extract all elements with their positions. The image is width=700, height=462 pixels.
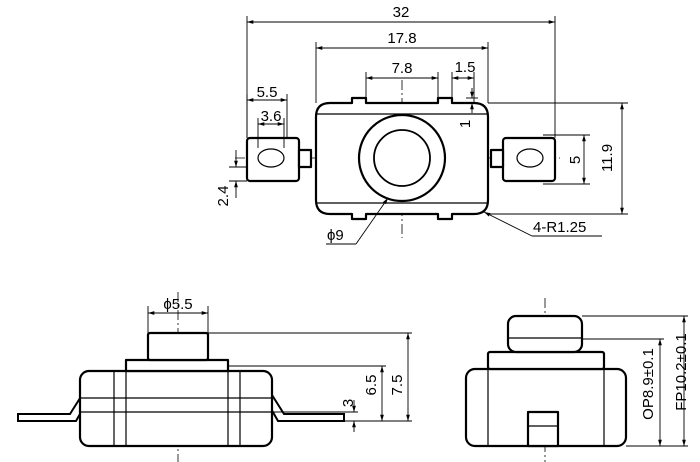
top-view: 32 17.8 7.8 1.5 1 5.5 3.6 xyxy=(215,4,628,245)
button-inner-ring xyxy=(373,129,431,187)
end-plunger xyxy=(506,314,584,354)
dim-free-position: FP10.2±0.1 xyxy=(673,333,690,410)
side-right-terminal xyxy=(265,394,345,422)
side-view: ϕ5.5 3 6.5 7.5 xyxy=(17,292,412,462)
left-tab-hole xyxy=(257,148,285,168)
dim-tab-inner-width: 3.6 xyxy=(261,108,282,125)
left-tab-neck xyxy=(297,148,313,169)
dim-side-button-diameter: ϕ5.5 xyxy=(163,296,192,313)
right-tab-neck xyxy=(489,148,505,169)
dim-corner-radius: 4-R1.25 xyxy=(533,219,586,236)
dim-button-diameter: ϕ9 xyxy=(327,227,344,244)
dim-inner-width: 7.8 xyxy=(392,60,413,77)
dim-pin-height: 3 xyxy=(340,399,357,407)
dim-operating-position: OP8.9±0.1 xyxy=(640,348,657,420)
side-body xyxy=(78,369,274,448)
dim-side-total-height: 7.5 xyxy=(389,375,406,396)
end-view: OP8.9±0.1 FP10.2±0.1 xyxy=(464,298,690,462)
dim-tab-height: 2.4 xyxy=(215,186,232,207)
right-terminal-tab xyxy=(501,136,557,183)
dim-tab-width: 5.5 xyxy=(257,84,278,101)
side-button xyxy=(146,331,210,362)
side-collar xyxy=(124,358,230,373)
end-shoulder xyxy=(486,350,606,371)
dim-step-height: 1 xyxy=(457,120,474,128)
dim-body-height: 11.9 xyxy=(599,144,616,172)
button-outer-ring xyxy=(357,113,447,203)
right-tab-hole xyxy=(516,148,544,168)
dim-overall-width: 32 xyxy=(393,4,410,21)
left-terminal-tab xyxy=(245,136,301,183)
dim-step-width: 1.5 xyxy=(455,59,476,76)
side-left-terminal xyxy=(17,394,89,422)
dim-body-width: 17.8 xyxy=(387,30,416,47)
end-terminal xyxy=(526,410,560,448)
dim-side-body-height: 6.5 xyxy=(363,375,380,396)
dim-hole-height: 5 xyxy=(567,156,584,164)
